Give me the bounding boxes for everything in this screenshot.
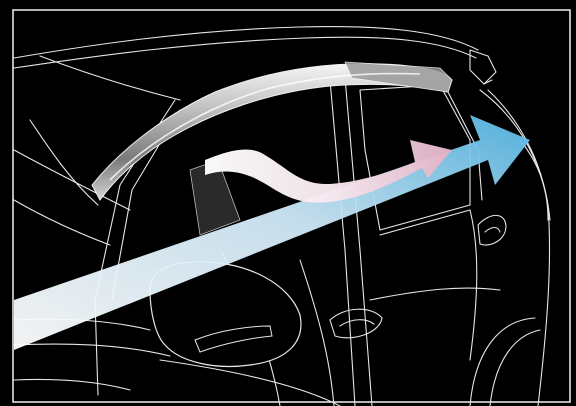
- car-visor-illustration: [0, 0, 576, 406]
